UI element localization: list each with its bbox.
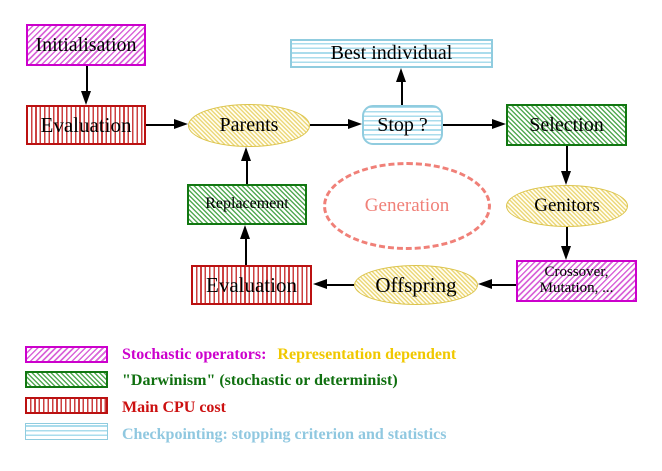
node-best-individual-label: Best individual bbox=[330, 42, 453, 64]
arrowhead-stop-best-individual bbox=[396, 68, 406, 82]
node-initialisation: Initialisation bbox=[26, 24, 146, 66]
node-selection: Selection bbox=[506, 104, 627, 146]
node-evaluation-bottom-label: Evaluation bbox=[206, 272, 297, 297]
arrow-line-evaluation-replacement bbox=[245, 239, 247, 265]
arrow-line-replacement-parents bbox=[246, 161, 248, 184]
legend-label-main-cpu-cost: Main CPU cost bbox=[122, 399, 226, 416]
node-selection-label: Selection bbox=[529, 113, 604, 136]
legend-label-representation-dependent: Representation dependent bbox=[277, 346, 457, 363]
node-stop-label: Stop ? bbox=[377, 113, 428, 136]
node-evaluation-top-label: Evaluation bbox=[40, 112, 132, 137]
node-evaluation-top: Evaluation bbox=[26, 105, 146, 145]
node-offspring-label: Offspring bbox=[375, 272, 457, 297]
arrowhead-offspring-evaluation bbox=[313, 279, 327, 289]
node-replacement: Replacement bbox=[187, 184, 307, 225]
node-parents-label: Parents bbox=[219, 114, 279, 136]
generation-label: Generation bbox=[364, 195, 450, 216]
arrowhead-replacement-parents bbox=[241, 147, 251, 161]
arrow-line-initialisation-evaluation bbox=[86, 66, 88, 92]
legend-swatch-main-cpu-cost bbox=[25, 397, 108, 414]
node-mutation-label: Mutation, ... bbox=[539, 280, 614, 296]
arrowhead-crossover-offspring bbox=[478, 279, 492, 289]
node-replacement-label: Replacement bbox=[205, 195, 289, 213]
node-crossover-label: Crossover, bbox=[544, 264, 609, 281]
legend-swatch-checkpointing bbox=[25, 423, 108, 440]
arrow-line-selection-genitors bbox=[566, 146, 568, 171]
node-evaluation-bottom: Evaluation bbox=[191, 265, 312, 305]
legend-swatch-darwinism bbox=[25, 371, 108, 388]
node-best-individual: Best individual bbox=[290, 39, 493, 68]
arrow-line-stop-best-individual bbox=[401, 82, 403, 105]
arrowhead-selection-genitors bbox=[561, 171, 571, 185]
arrow-line-genitors-crossover bbox=[566, 227, 568, 246]
legend-label-stochastic-operators: Stochastic operators: bbox=[122, 346, 267, 363]
legend-swatch-stochastic-operators bbox=[25, 346, 108, 363]
arrow-line-crossover-offspring bbox=[492, 284, 516, 286]
arrowhead-initialisation-evaluation bbox=[81, 91, 91, 105]
arrowhead-stop-selection bbox=[492, 119, 506, 129]
legend-label-darwinism: "Darwinism" (stochastic or determinist) bbox=[122, 372, 398, 389]
arrow-line-parents-stop bbox=[310, 124, 348, 126]
arrow-line-stop-selection bbox=[443, 124, 492, 126]
arrowhead-evaluation-replacement bbox=[240, 225, 250, 239]
arrowhead-genitors-crossover bbox=[561, 246, 571, 260]
arrow-line-offspring-evaluation bbox=[327, 284, 354, 286]
arrowhead-parents-stop bbox=[348, 119, 362, 129]
legend-label-checkpointing: Checkpointing: stopping criterion and st… bbox=[122, 426, 447, 443]
arrow-line-evaluation-parents bbox=[146, 124, 175, 126]
node-initialisation-label: Initialisation bbox=[35, 33, 137, 56]
node-parents: Parents bbox=[188, 104, 310, 147]
legend-row-stochastic-operators: Stochastic operators: Representation depe… bbox=[122, 345, 456, 364]
node-offspring: Offspring bbox=[354, 265, 478, 305]
node-genitors-label: Genitors bbox=[534, 195, 600, 217]
generation-cycle-ellipse: Generation bbox=[323, 162, 491, 250]
node-genitors: Genitors bbox=[506, 185, 628, 227]
node-stop: Stop ? bbox=[362, 105, 443, 145]
arrowhead-evaluation-parents bbox=[174, 119, 188, 129]
node-crossover-mutation: Crossover, Mutation, ... bbox=[516, 260, 637, 302]
